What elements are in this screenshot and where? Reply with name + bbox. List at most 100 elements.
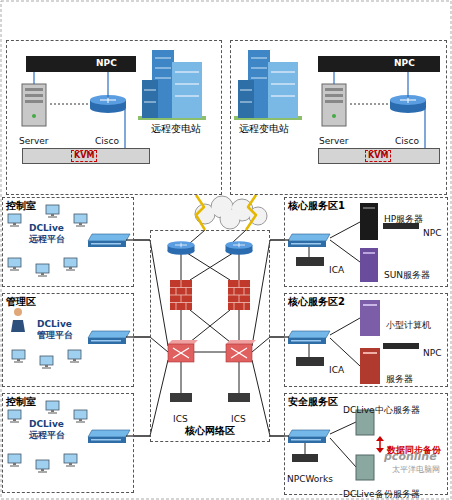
device-label: Server [318, 128, 350, 141]
node-label: DCLive中心服务器 [343, 405, 420, 416]
core-network [170, 280, 192, 310]
device-label: HP服务器 [383, 206, 425, 219]
device-label: NPC [422, 220, 443, 233]
core-service-zone-1 [360, 248, 378, 282]
security-service-zone [284, 410, 384, 480]
core-service-zone-2 [309, 344, 310, 357]
core-service-zone-2 [330, 338, 360, 366]
control-room-2 [36, 460, 49, 473]
core-network [226, 340, 256, 362]
management-zone [14, 308, 22, 316]
management-zone [126, 336, 134, 337]
zone-box: 控制室DCLive 远程平台 [2, 197, 134, 287]
npc-rack: NPC [318, 56, 440, 72]
core-network [239, 310, 240, 342]
platform-label: DCLive 远程平台 [28, 418, 74, 442]
device-label: 服务器 [385, 366, 414, 379]
control-room-1 [8, 205, 134, 277]
node-label: NPC [423, 228, 441, 239]
core-service-zone-2 [330, 318, 360, 335]
core-network [181, 310, 182, 342]
control-room-1 [46, 205, 59, 218]
core-network [187, 253, 230, 280]
remote-site-right [333, 72, 334, 84]
node-label: NPC [394, 58, 415, 69]
device-label: ICA [328, 257, 346, 270]
lightning-link [246, 195, 256, 230]
core-network [190, 310, 230, 342]
core-network [168, 340, 198, 362]
node-label: 远程变电站 [239, 123, 289, 135]
node-label: DCLive 远程平台 [29, 419, 73, 441]
management-zone [40, 356, 53, 369]
watermark: 太平洋电脑网 [392, 465, 440, 475]
security-service-zone [330, 422, 356, 434]
control-room-1 [8, 258, 21, 271]
core-service-zone-2 [296, 357, 324, 366]
node-label: ICA [329, 265, 344, 276]
device-label: Cisco [394, 128, 420, 141]
node-label: Cisco [95, 136, 119, 147]
zone-box: 安全服务区DCLive中心服务器数据同步备份NPCWorksDCLive备份服务… [284, 393, 448, 495]
control-room-2 [8, 454, 21, 467]
platform-label: DCLive 远程平台 [28, 222, 74, 246]
kvm-rack: KVM [318, 148, 440, 164]
core-network [150, 230, 270, 436]
node-label: HP服务器 [384, 214, 423, 225]
control-room-2 [126, 435, 134, 436]
node-label: ICS [173, 414, 188, 425]
node-label: 小型计算机 [386, 320, 431, 331]
control-room-2 [8, 401, 134, 473]
core-network [190, 230, 205, 243]
zone-box: 核心服务区2ICA小型计算机NPC服务器 [284, 293, 448, 387]
network-link [270, 336, 284, 338]
device-label: DCLive备份服务器 [342, 481, 421, 494]
node-label: NPC [423, 348, 441, 359]
node-label: 远程变电站 [151, 123, 201, 135]
node-label: 核心网络区 [185, 425, 235, 437]
control-room-1 [64, 258, 77, 271]
node-label: 控制室 [6, 396, 36, 408]
node-label: 安全服务区 [288, 396, 338, 408]
node-label: NPC [96, 58, 117, 69]
core-service-zone-1 [288, 234, 330, 247]
lightning-link [196, 195, 205, 230]
node-label: 服务器 [386, 374, 413, 385]
core-network [190, 253, 233, 280]
core-network [168, 241, 195, 255]
security-service-zone [288, 430, 330, 443]
remote-site-right [322, 84, 346, 126]
control-room-2 [74, 410, 87, 423]
control-room-1 [126, 239, 134, 240]
network-link [134, 336, 150, 338]
node-label: 核心服务区2 [288, 296, 345, 308]
control-room-1 [88, 234, 130, 247]
control-room-2 [64, 454, 77, 467]
node-label: Server [319, 136, 349, 147]
node-label: DCLive备份服务器 [343, 489, 420, 500]
core-service-zone-1 [363, 207, 375, 209]
node-label: 核心服务区1 [288, 200, 345, 212]
remote-site-left [22, 84, 46, 126]
core-network [228, 393, 250, 402]
network-link [134, 435, 150, 437]
core-network [168, 241, 195, 255]
node-label: KVM [71, 150, 97, 162]
remote-site-right [407, 72, 408, 98]
management-zone [11, 320, 25, 332]
device-label: DCLive中心服务器 [342, 397, 421, 410]
core-network [181, 253, 182, 280]
remote-site-zone: 远程变电站 NPC Server CiscoKVM [6, 40, 222, 195]
core-zone: 核心网络区ICSICS [150, 230, 270, 442]
network-link [270, 239, 284, 241]
remote-site-left [107, 72, 108, 98]
device-label: ICS [230, 406, 247, 419]
security-service-zone [292, 454, 318, 462]
security-service-zone [379, 440, 381, 449]
core-network [226, 241, 253, 255]
control-room-1 [8, 214, 21, 227]
control-room-2 [8, 410, 21, 423]
node-label: Server [19, 136, 49, 147]
management-zone [88, 331, 130, 344]
